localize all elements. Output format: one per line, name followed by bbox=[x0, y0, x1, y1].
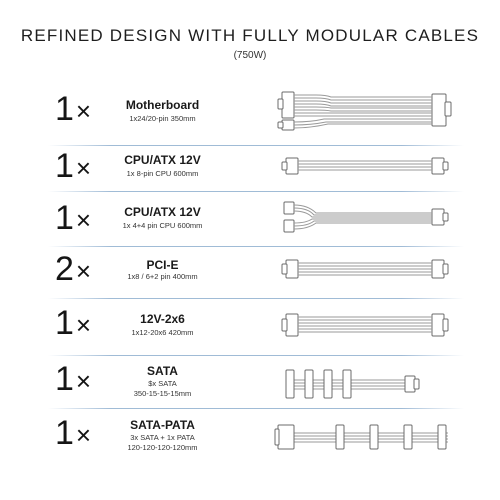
cable-name: CPU/ATX 12V bbox=[124, 153, 201, 167]
divider bbox=[48, 145, 464, 146]
cable-name: PCI-E bbox=[146, 258, 179, 272]
quantity: 1× bbox=[55, 199, 91, 237]
cable-name: SATA-PATA bbox=[130, 418, 195, 432]
divider bbox=[48, 246, 464, 247]
divider bbox=[48, 191, 464, 192]
cpu-8pin-cable-icon bbox=[281, 157, 449, 175]
quantity: 2× bbox=[55, 250, 91, 288]
cable-spec: 1x 4+4 pin CPU 600mm bbox=[122, 221, 203, 230]
cable-spec: 1x8 / 6+2 pin 400mm bbox=[127, 272, 198, 281]
divider bbox=[48, 408, 464, 409]
sata-pata-cable-icon bbox=[274, 424, 448, 450]
divider bbox=[48, 298, 464, 299]
quantity: 1× bbox=[55, 360, 91, 398]
page-title: REFINED DESIGN WITH FULLY MODULAR CABLES bbox=[20, 26, 480, 45]
divider bbox=[48, 355, 464, 356]
cable-name: 12V-2x6 bbox=[140, 312, 185, 326]
quantity: 1× bbox=[55, 304, 91, 342]
cable-spec: 1x24/20-pin 350mm bbox=[129, 114, 196, 123]
pcie-cable-icon bbox=[281, 259, 449, 279]
sata-cable-icon bbox=[285, 369, 420, 399]
quantity: 1× bbox=[55, 414, 91, 452]
cable-spec: 3x SATA + 1x PATA 120-120-120-120mm bbox=[127, 433, 198, 452]
cpu-4plus4-cable-icon bbox=[283, 201, 449, 233]
12v-2x6-cable-icon bbox=[281, 313, 449, 337]
page-subtitle: (750W) bbox=[233, 50, 267, 61]
cable-spec: 1x12-20x6 420mm bbox=[131, 328, 194, 337]
cable-spec: $x SATA 350-15-15-15mm bbox=[133, 379, 192, 398]
cable-spec: 1x 8-pin CPU 600mm bbox=[126, 169, 199, 178]
cable-name: SATA bbox=[147, 364, 178, 378]
quantity: 1× bbox=[55, 147, 91, 185]
cable-name: CPU/ATX 12V bbox=[124, 205, 201, 219]
quantity: 1× bbox=[55, 90, 91, 128]
cable-name: Motherboard bbox=[125, 98, 200, 112]
motherboard-cable-icon bbox=[277, 91, 452, 131]
